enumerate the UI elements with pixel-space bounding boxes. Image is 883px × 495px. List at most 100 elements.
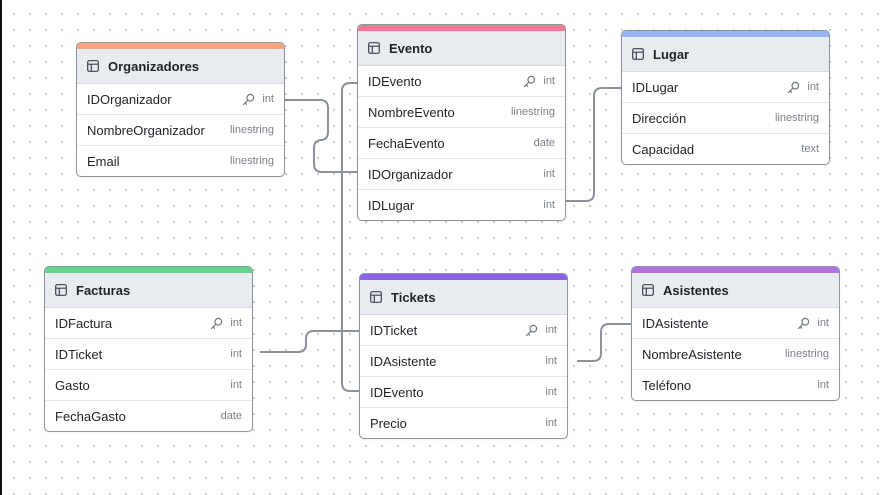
field-row[interactable]: IDOrganizador int <box>358 159 565 190</box>
field-type: linestring <box>229 124 274 136</box>
table-color-bar <box>45 267 252 273</box>
table-color-bar <box>77 43 284 49</box>
field-name: IDLugar <box>632 79 679 95</box>
key-icon <box>798 317 810 329</box>
field-row[interactable]: NombreAsistente linestring <box>632 339 839 370</box>
field-row[interactable]: Capacidad text <box>622 134 829 164</box>
table-tickets[interactable]: Tickets IDTicket int IDAsistente int IDE… <box>359 273 568 439</box>
table-header[interactable]: Organizadores <box>77 49 284 84</box>
field-row[interactable]: Precio int <box>360 408 567 438</box>
key-icon <box>211 317 223 329</box>
field-row[interactable]: IDOrganizador int <box>77 84 284 115</box>
field-name: FechaEvento <box>368 135 445 151</box>
window-edge <box>0 0 2 495</box>
field-name: IDEvento <box>368 73 422 89</box>
field-name: Precio <box>370 415 407 431</box>
field-row[interactable]: IDAsistente int <box>632 308 839 339</box>
field-name: Dirección <box>632 110 687 126</box>
key-icon <box>524 75 536 87</box>
field-name: IDLugar <box>368 197 415 213</box>
table-color-bar <box>360 274 567 280</box>
field-type: int <box>543 168 555 180</box>
field-type: linestring <box>774 112 819 124</box>
field-type: int <box>543 199 555 211</box>
field-name: IDEvento <box>370 384 424 400</box>
table-header[interactable]: Facturas <box>45 273 252 308</box>
field-row[interactable]: Teléfono int <box>632 370 839 400</box>
table-color-bar <box>632 267 839 273</box>
field-name: NombreAsistente <box>642 346 742 362</box>
table-organizadores[interactable]: Organizadores IDOrganizador int NombreOr… <box>76 42 285 177</box>
table-title: Asistentes <box>663 282 729 298</box>
key-icon <box>526 324 538 336</box>
table-title: Evento <box>389 40 433 56</box>
field-name: FechaGasto <box>55 408 126 424</box>
field-type: int <box>817 317 829 329</box>
field-row[interactable]: IDTicket int <box>45 339 252 370</box>
table-color-bar <box>358 25 565 31</box>
field-name: NombreOrganizador <box>87 122 205 138</box>
field-row[interactable]: FechaEvento date <box>358 128 565 159</box>
table-asistentes[interactable]: Asistentes IDAsistente int NombreAsisten… <box>631 266 840 401</box>
table-title: Organizadores <box>108 58 200 74</box>
field-type: int <box>230 379 242 391</box>
field-name: Teléfono <box>642 377 692 393</box>
key-icon <box>788 81 800 93</box>
table-evento[interactable]: Evento IDEvento int NombreEvento linestr… <box>357 24 566 221</box>
field-row[interactable]: IDLugar int <box>622 72 829 103</box>
field-type: int <box>543 75 555 87</box>
field-row[interactable]: NombreOrganizador linestring <box>77 115 284 146</box>
key-icon <box>243 93 255 105</box>
table-icon <box>87 60 99 72</box>
field-name: Capacidad <box>632 141 695 157</box>
field-type: int <box>230 317 242 329</box>
field-row[interactable]: FechaGasto date <box>45 401 252 431</box>
field-row[interactable]: IDFactura int <box>45 308 252 339</box>
field-type: int <box>545 417 557 429</box>
field-row[interactable]: IDLugar int <box>358 190 565 220</box>
field-name: IDAsistente <box>642 315 709 331</box>
field-type: int <box>807 81 819 93</box>
table-icon <box>55 284 67 296</box>
field-type: int <box>545 386 557 398</box>
field-name: Gasto <box>55 377 90 393</box>
field-row[interactable]: IDEvento int <box>360 377 567 408</box>
table-title: Lugar <box>653 46 690 62</box>
table-color-bar <box>622 31 829 37</box>
link-asistentes-tickets <box>577 323 632 362</box>
field-name: IDTicket <box>370 322 418 338</box>
table-facturas[interactable]: Facturas IDFactura int IDTicket int Gast… <box>44 266 253 432</box>
field-row[interactable]: Email linestring <box>77 146 284 176</box>
field-name: IDTicket <box>55 346 103 362</box>
field-type: int <box>262 93 274 105</box>
table-lugar[interactable]: Lugar IDLugar int Dirección linestring C… <box>621 30 830 165</box>
field-name: IDAsistente <box>370 353 437 369</box>
link-organizador-evento <box>284 99 358 173</box>
field-row[interactable]: IDAsistente int <box>360 346 567 377</box>
field-type: linestring <box>510 106 555 118</box>
table-icon <box>642 284 654 296</box>
field-type: linestring <box>784 348 829 360</box>
table-title: Tickets <box>391 289 436 305</box>
field-row[interactable]: IDTicket int <box>360 315 567 346</box>
link-tickets-facturas <box>260 330 360 353</box>
table-header[interactable]: Asistentes <box>632 273 839 308</box>
table-icon <box>370 291 382 303</box>
field-name: IDOrganizador <box>87 91 172 107</box>
field-type: int <box>545 324 557 336</box>
field-name: NombreEvento <box>368 104 455 120</box>
table-header[interactable]: Evento <box>358 31 565 66</box>
field-row[interactable]: IDEvento int <box>358 66 565 97</box>
table-header[interactable]: Lugar <box>622 37 829 72</box>
field-type: text <box>801 143 819 155</box>
field-type: int <box>817 379 829 391</box>
table-header[interactable]: Tickets <box>360 280 567 315</box>
field-type: int <box>545 355 557 367</box>
field-type: date <box>220 410 242 422</box>
field-row[interactable]: NombreEvento linestring <box>358 97 565 128</box>
link-lugar-evento <box>566 87 622 202</box>
table-icon <box>368 42 380 54</box>
field-type: date <box>533 137 555 149</box>
field-row[interactable]: Gasto int <box>45 370 252 401</box>
field-row[interactable]: Dirección linestring <box>622 103 829 134</box>
